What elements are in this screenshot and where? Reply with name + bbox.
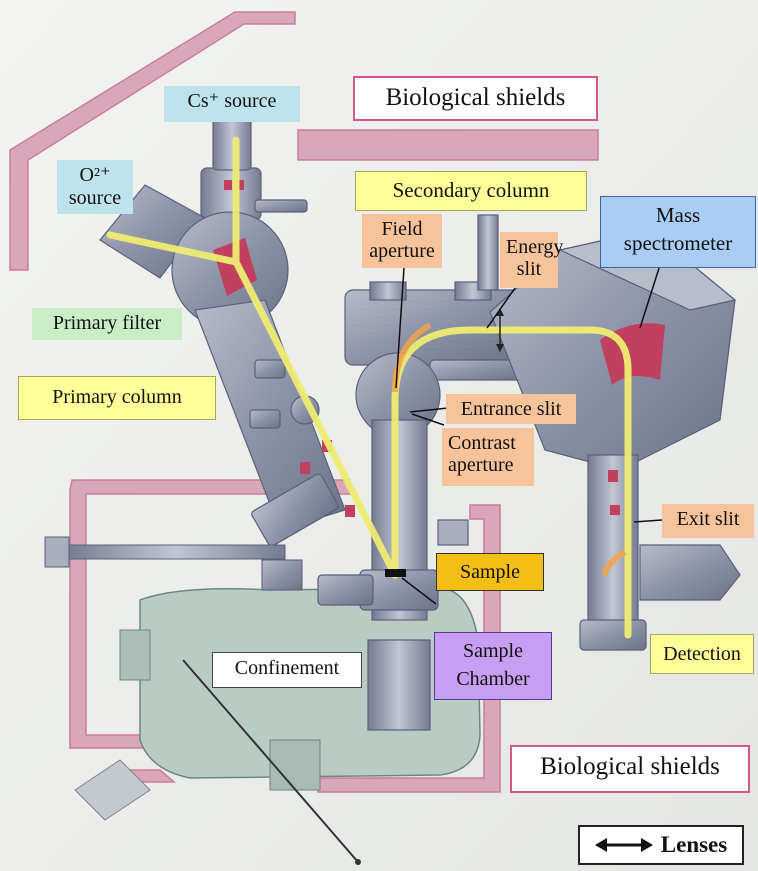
sample-chamber-label: Sample Chamber xyxy=(434,632,552,700)
entrance-slit-label: Entrance slit xyxy=(446,394,576,424)
biological-shields-bottom-label: Biological shields xyxy=(510,745,750,793)
contrast-aperture-label: Contrast aperture xyxy=(442,428,534,486)
o2-source-label: O²⁺ source xyxy=(57,160,133,214)
double-arrow-icon xyxy=(595,837,653,853)
sample-marker xyxy=(385,569,406,577)
sample-label: Sample xyxy=(436,553,544,591)
cs-source-label: Cs⁺ source xyxy=(164,86,300,122)
detection-label: Detection xyxy=(650,634,754,674)
field-aperture-label: Field aperture xyxy=(362,214,442,268)
primary-column-label: Primary column xyxy=(18,376,216,420)
secondary-column-label: Secondary column xyxy=(355,171,587,211)
lenses-legend: Lenses xyxy=(578,825,744,865)
biological-shields-top-label: Biological shields xyxy=(353,76,598,121)
lenses-legend-label: Lenses xyxy=(661,832,727,858)
mass-spectrometer-label: Mass spectrometer xyxy=(600,196,756,268)
exit-slit-label: Exit slit xyxy=(662,504,754,538)
energy-slit-label: Energy slit xyxy=(500,232,558,288)
primary-filter-label: Primary filter xyxy=(32,308,182,340)
confinement-label: Confinement xyxy=(212,652,362,688)
